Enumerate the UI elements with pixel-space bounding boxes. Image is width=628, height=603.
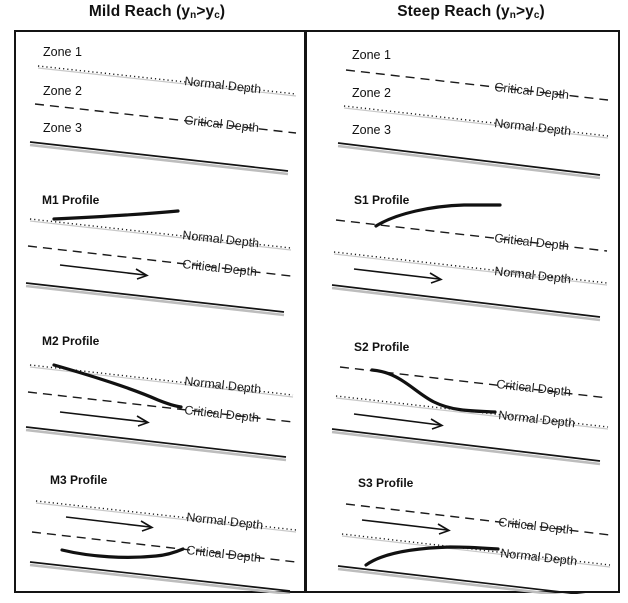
bed-line-steep-zones <box>337 142 601 176</box>
zone3-label-mild: Zone 3 <box>43 121 82 135</box>
normal-depth-label-s2: Normal Depth <box>498 408 576 430</box>
s2-profile-label: S2 Profile <box>354 340 410 354</box>
s3-profile-curve <box>364 545 500 567</box>
s1-profile-label: S1 Profile <box>354 193 410 207</box>
title-steep-end: ) <box>539 3 545 20</box>
title-mild-mid: >y <box>196 3 215 20</box>
s1-profile-curve <box>374 203 502 228</box>
m3-profile-label: M3 Profile <box>50 473 108 487</box>
title-mild-reach: Mild Reach (yn>yc) <box>0 0 314 28</box>
critical-depth-line-s1 <box>335 219 608 252</box>
column-titles: Mild Reach (yn>yc) Steep Reach (yn>yc) <box>0 0 628 28</box>
zone2-label-mild: Zone 2 <box>43 84 82 98</box>
zone1-label-steep: Zone 1 <box>352 48 391 62</box>
bed-shadow-mild-zones <box>29 143 289 176</box>
normal-depth-label-mild-zones: Normal Depth <box>184 74 262 96</box>
flow-arrow-s2 <box>353 413 444 430</box>
title-steep-mid: >y <box>515 3 534 20</box>
normal-depth-label-m3: Normal Depth <box>186 510 264 532</box>
panel-m2-profile: M2 Profile Normal Depth Critical Depth <box>25 334 294 462</box>
bed-shadow-s1 <box>331 286 601 322</box>
critical-depth-label-m1: Critical Depth <box>182 257 258 279</box>
bed-line-m1 <box>25 282 285 313</box>
m2-profile-curve <box>52 363 183 409</box>
bed-shadow-m2 <box>25 428 287 462</box>
critical-depth-label-steep-zones: Critical Depth <box>494 80 570 102</box>
panel-s2-profile: S2 Profile Critical Depth Normal Depth <box>331 340 609 466</box>
normal-depth-line-s3 <box>341 533 611 566</box>
title-steep-reach: Steep Reach (yn>yc) <box>314 0 628 28</box>
normal-depth-label-steep-zones: Normal Depth <box>494 116 572 138</box>
critical-depth-label-mild-zones: Critical Depth <box>184 113 260 135</box>
bed-shadow-steep-zones <box>337 144 601 180</box>
normal-depth-shadow-s3 <box>341 535 611 568</box>
zone3-label-steep: Zone 3 <box>352 123 391 137</box>
panel-s1-profile: S1 Profile Critical Depth Normal Depth <box>331 193 608 322</box>
normal-depth-label-s3: Normal Depth <box>500 546 578 568</box>
panel-mild-zones: Zone 1 Normal Depth Zone 2 Critical Dept… <box>29 45 297 176</box>
bed-shadow-m3 <box>29 563 291 594</box>
normal-depth-shadow-steep-zones <box>343 107 609 139</box>
title-mild-sub-n: n <box>190 10 197 21</box>
m1-profile-label: M1 Profile <box>42 193 100 207</box>
critical-depth-line-mild-zones <box>34 103 297 134</box>
title-mild-end: ) <box>219 3 226 20</box>
flow-arrow-m1 <box>59 264 149 280</box>
title-mild-prefix: Mild Reach (y <box>88 3 191 20</box>
s2-profile-curve <box>370 368 497 414</box>
bed-line-s2 <box>331 428 601 462</box>
normal-depth-shadow-m3 <box>35 502 297 533</box>
normal-depth-shadow-s1 <box>333 253 608 286</box>
critical-depth-label-s2: Critical Depth <box>496 377 572 399</box>
panel-s3-profile: S3 Profile Critical Depth Normal Depth <box>337 476 611 594</box>
bed-line-s1 <box>331 284 601 318</box>
bed-line-m3 <box>29 561 291 592</box>
critical-depth-label-s3: Critical Depth <box>498 515 574 537</box>
normal-depth-label-m1: Normal Depth <box>182 228 260 250</box>
critical-depth-label-s1: Critical Depth <box>494 231 570 253</box>
panel-m1-profile: M1 Profile Normal Depth Critical Depth <box>25 193 292 317</box>
normal-depth-label-s1: Normal Depth <box>494 264 572 286</box>
bed-line-s3 <box>337 565 586 594</box>
m1-profile-curve <box>52 209 180 221</box>
title-mild-sub-c: c <box>214 10 220 21</box>
title-steep-prefix: Steep Reach (y <box>397 3 510 20</box>
panel-m3-profile: M3 Profile Normal Depth Critical Depth <box>29 473 297 594</box>
zone2-label-steep: Zone 2 <box>352 86 391 100</box>
bed-shadow-s3 <box>337 567 564 594</box>
bed-shadow-m1 <box>25 284 285 317</box>
m3-profile-curve <box>60 547 185 559</box>
flow-arrow-m2 <box>59 411 150 427</box>
normal-depth-shadow-mild-zones <box>37 67 297 97</box>
title-steep-sub-c: c <box>533 10 540 21</box>
title-steep-sub-n: n <box>509 10 516 21</box>
flow-arrow-s1 <box>353 268 443 284</box>
normal-depth-line-m3 <box>35 500 297 531</box>
critical-depth-label-m3: Critical Depth <box>186 543 262 565</box>
bed-shadow-s2 <box>331 430 601 466</box>
normal-depth-shadow-s2 <box>335 397 609 430</box>
critical-depth-label-m2: Critical Depth <box>184 403 260 425</box>
bed-line-mild-zones <box>29 141 289 172</box>
column-divider <box>304 30 307 593</box>
flow-arrow-s3 <box>361 519 451 535</box>
zone1-label-mild: Zone 1 <box>43 45 82 59</box>
s3-profile-label: S3 Profile <box>358 476 414 490</box>
normal-depth-shadow-m1 <box>29 220 292 251</box>
bed-line-m2 <box>25 426 287 458</box>
normal-depth-line-m1 <box>29 218 292 249</box>
m2-profile-label: M2 Profile <box>42 334 100 348</box>
normal-depth-label-m2: Normal Depth <box>184 374 262 396</box>
panel-steep-zones: Zone 1 Critical Depth Zone 2 Normal Dept… <box>337 48 609 180</box>
flow-arrow-m3 <box>65 516 154 532</box>
